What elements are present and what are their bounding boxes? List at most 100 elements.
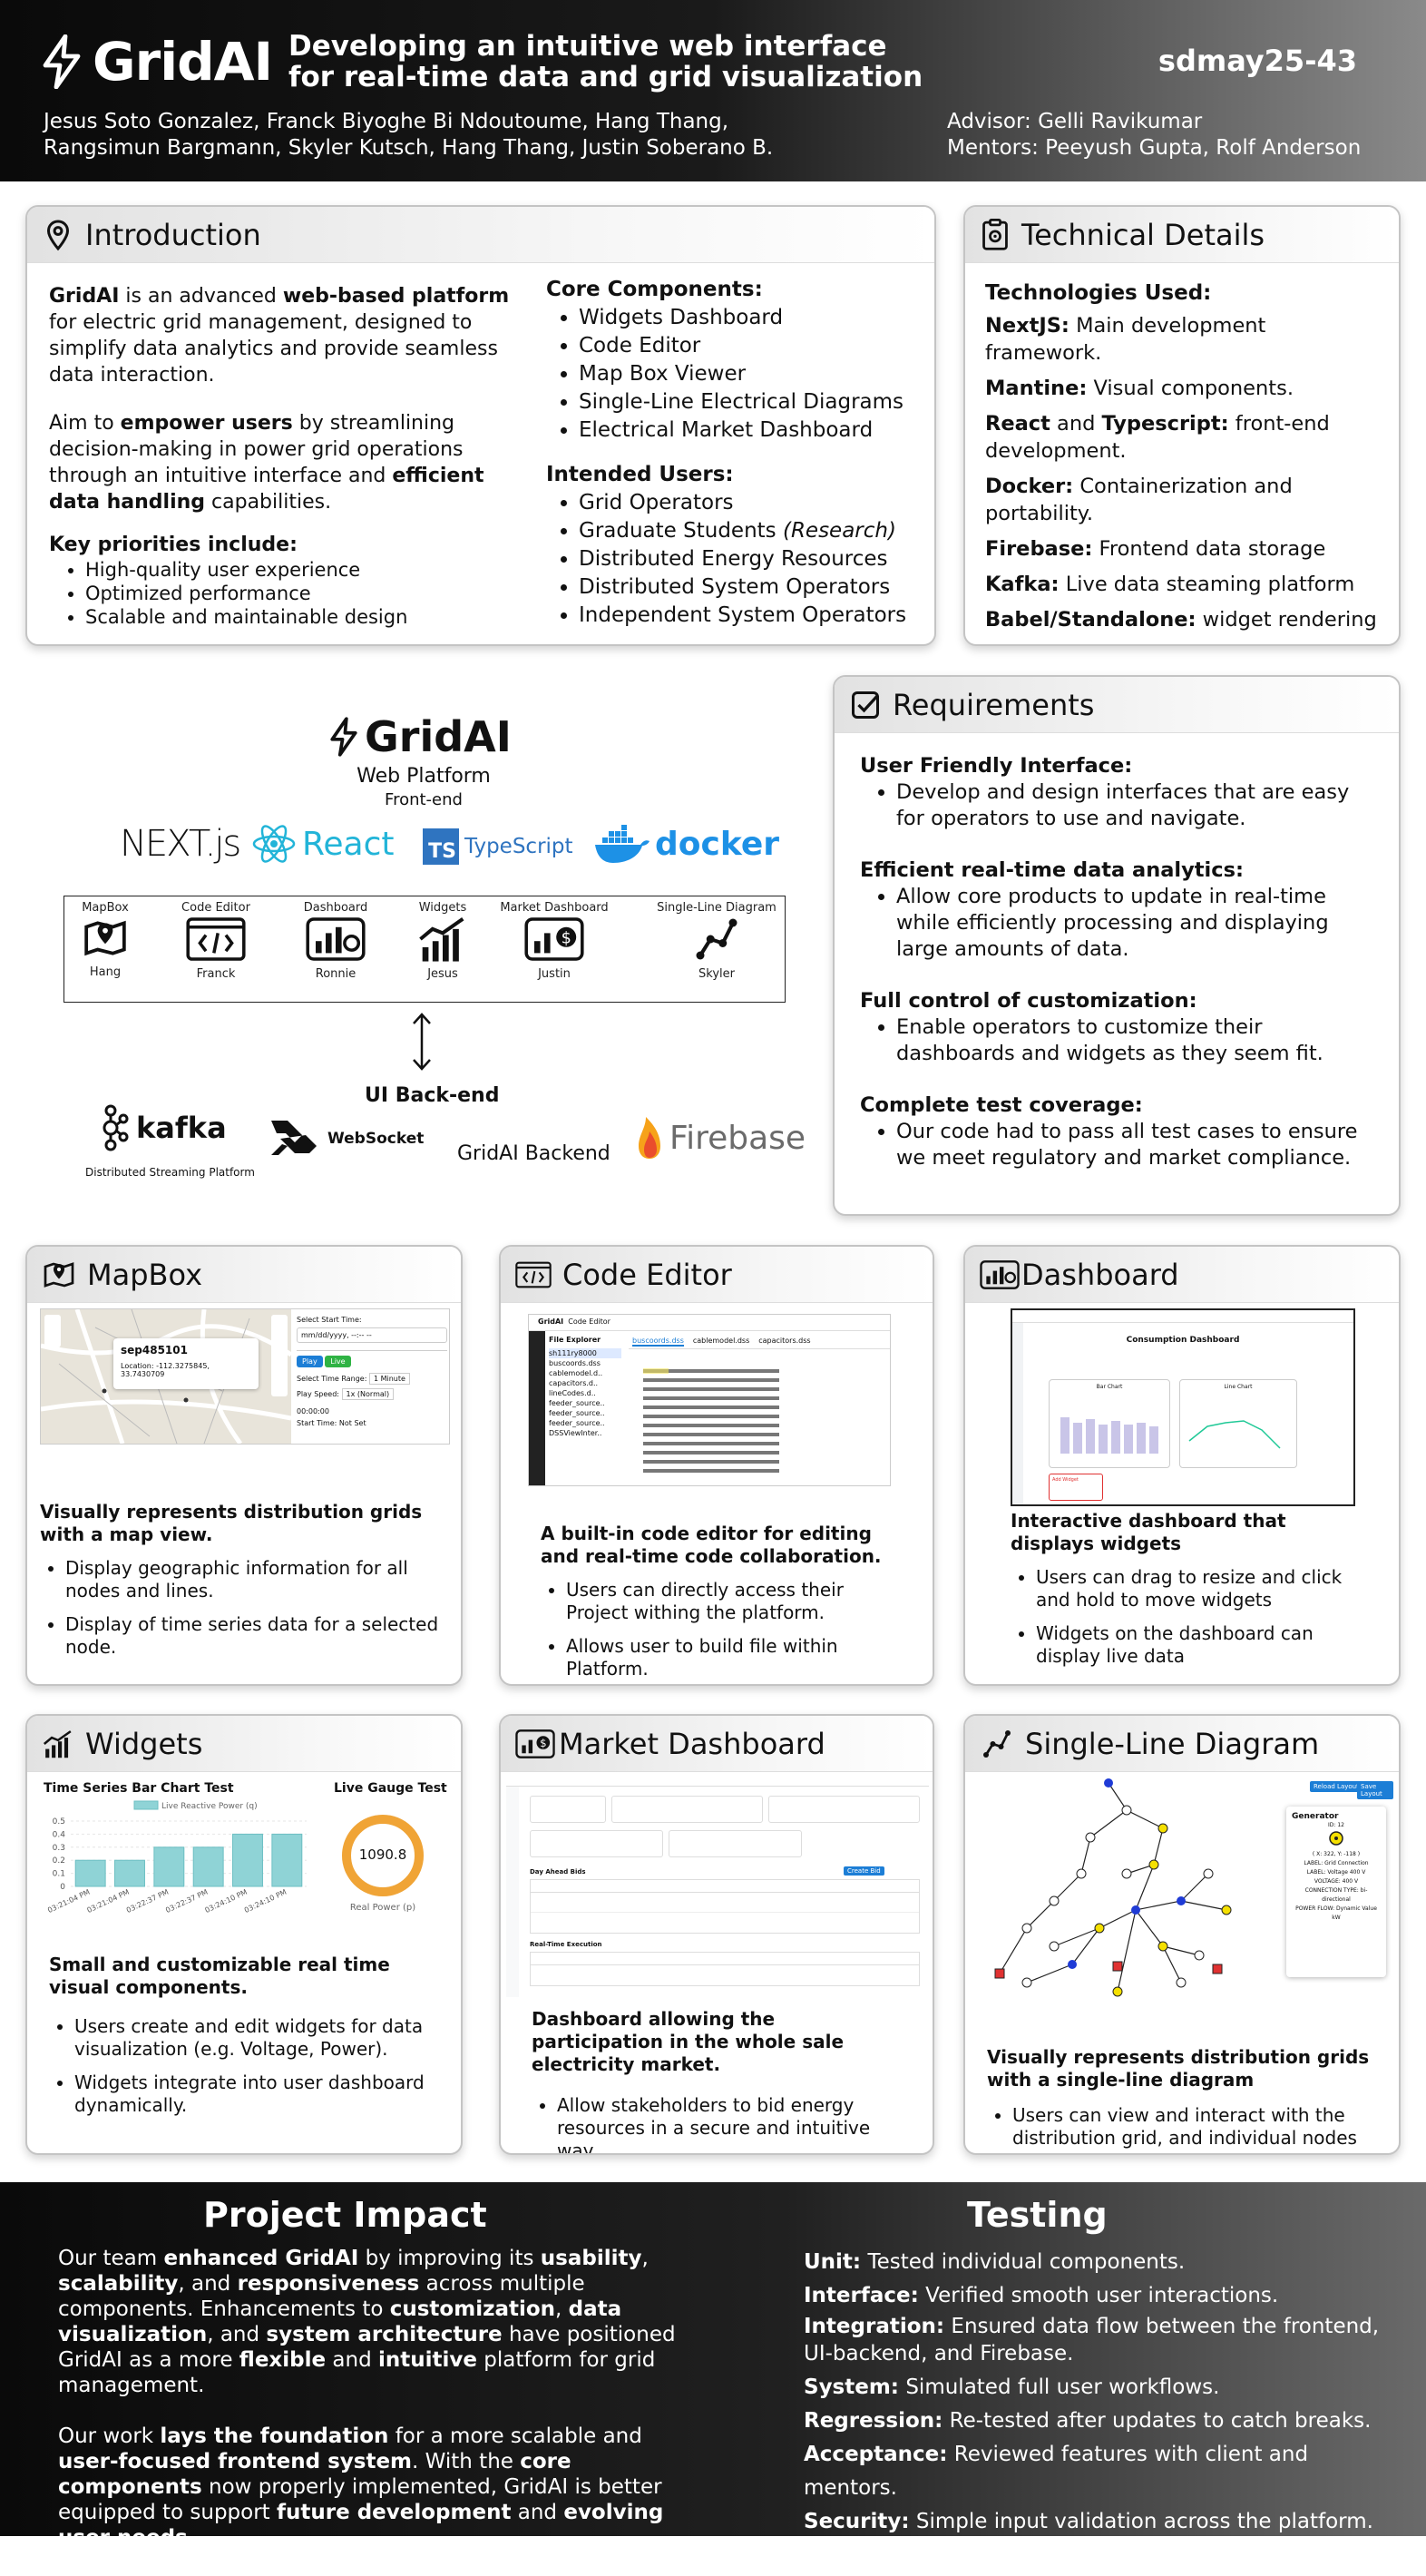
grid-network (994, 1778, 1232, 1997)
create-bid-button[interactable]: Create Bid (844, 1866, 884, 1876)
web-platform-label: Web Platform (356, 765, 491, 788)
file-item[interactable]: lineCodes.d.. (549, 1389, 596, 1397)
requirement-heading: Complete test coverage: (860, 1093, 1143, 1117)
testing-item: Unit: Tested individual components. (804, 2246, 1384, 2279)
file-tab[interactable]: cablemodel.dss (692, 1337, 750, 1345)
x-tick-label: 03:21:04 PM (86, 1888, 131, 1915)
module-label: Code Editor (181, 901, 250, 915)
speed-select[interactable]: 1x (Normal) (341, 1388, 395, 1400)
core-item: Map Box Viewer (579, 360, 911, 388)
dashboard-item: Widgets on the dashboard can display liv… (1036, 1622, 1353, 1668)
intro-paragraph-2: Aim to empower users by streamlining dec… (49, 410, 513, 515)
dashboard-topbar (1012, 1310, 1353, 1323)
architecture-diagram: GridAI Web Platform Front-end NEXT.js Re… (20, 667, 818, 1193)
dashboard-chart-icon (306, 917, 366, 961)
impact-paragraph-2: Our work lays the foundation for a more … (58, 2424, 664, 2550)
code-editor-description: A built-in code editor for editing and r… (501, 1523, 933, 1684)
user-item: Distributed Energy Resources (579, 545, 911, 573)
tech-item: Docker: Containerization and portability… (985, 473, 1379, 527)
test-desc: Verified smooth user interactions. (918, 2284, 1279, 2307)
map-tools[interactable] (44, 1315, 61, 1347)
start-label: Select Start Time: (297, 1316, 362, 1324)
stat-card (611, 1796, 764, 1823)
research-note: (Research) (782, 519, 896, 543)
save-layout-button[interactable]: Save Layout (1357, 1781, 1393, 1799)
introduction-header: Introduction (27, 207, 934, 263)
explorer-title: File Explorer (549, 1336, 601, 1344)
file-explorer: File Explorer sh111ry8000 buscoords.dss … (549, 1335, 621, 1438)
svg-text:$: $ (562, 929, 571, 947)
line-widget[interactable]: Line Chart (1179, 1379, 1297, 1468)
y-tick-label: 0 (60, 1883, 65, 1892)
requirement-item: Our code had to pass all test cases to e… (896, 1119, 1373, 1171)
market-topbar (506, 1774, 929, 1787)
tech-desc: front-end development. (985, 412, 1330, 463)
team-id: sdmay25-43 (1157, 44, 1357, 78)
tech-desc: and (1050, 412, 1102, 436)
file-item[interactable]: capacitors.d.. (549, 1379, 599, 1387)
widgets-header: Widgets (27, 1716, 461, 1772)
mapbox-header: MapBox (27, 1247, 461, 1303)
live-button[interactable]: Live (325, 1356, 351, 1367)
sld-header: Single-Line Diagram (965, 1716, 1399, 1772)
node-popup: sep485101 Location: -112.3275845, 33.743… (113, 1338, 259, 1389)
panel-id: ID: 12 (1328, 1822, 1344, 1828)
file-item[interactable]: cablemodel.d.. (549, 1369, 603, 1377)
mapbox-title: MapBox (87, 1257, 203, 1292)
add-widget-panel[interactable]: Add Widget (1049, 1474, 1103, 1501)
file-tab[interactable]: buscoords.dss (632, 1337, 684, 1347)
typescript-text: TypeScript (464, 835, 573, 858)
tech-name: React (985, 412, 1050, 436)
intro-bold: empower users (120, 412, 293, 435)
module-single-line-diagram: Single-Line Diagram Skyler (653, 901, 780, 981)
table-row[interactable] (531, 1965, 919, 1985)
file-tab[interactable]: capacitors.dss (758, 1337, 811, 1345)
widgets-description: Small and customizable real time visual … (27, 1954, 461, 2128)
core-item: Electrical Market Dashboard (579, 416, 911, 445)
checkbox-icon (852, 691, 879, 719)
location-pin-icon (46, 219, 70, 250)
tech-desc: Visual components. (1087, 377, 1294, 400)
authors-line-1: Jesus Soto Gonzalez, Franck Biyoghe Bi N… (44, 110, 729, 133)
file-item[interactable]: buscoords.dss (549, 1359, 601, 1367)
time-slider[interactable] (297, 1346, 447, 1351)
react-text: React (302, 825, 395, 863)
widgets-lead: Small and customizable real time visual … (49, 1954, 390, 1998)
frontend-modules-box (63, 896, 786, 1003)
core-item: Widgets Dashboard (579, 304, 911, 332)
test-desc: Ensured data flow between the frontend, … (804, 2315, 1380, 2365)
table-row[interactable] (531, 1913, 919, 1933)
nextjs-text: NEXT.js (120, 823, 241, 865)
file-item[interactable]: feeder_source.. (549, 1399, 605, 1407)
docker-logo: docker (593, 821, 779, 867)
kafka-icon (103, 1104, 129, 1151)
module-label: MapBox (82, 901, 129, 915)
market-dashboard-card: $ Market Dashboard Day Ahead Bids Create… (499, 1714, 934, 2155)
reload-layout-button[interactable]: Reload Layout (1310, 1781, 1363, 1792)
x-tick-label: 03:22:37 PM (164, 1888, 209, 1915)
module-widgets: Widgets Jesus (397, 901, 488, 981)
range-select[interactable]: 1 Minute (368, 1373, 410, 1385)
table-row[interactable] (531, 1893, 919, 1913)
start-time-input[interactable]: mm/dd/yyyy, --:-- -- (297, 1327, 447, 1343)
requirements-title: Requirements (893, 687, 1095, 722)
mapbox-description: Visually represents distribution grids w… (27, 1501, 461, 1670)
map-pin-icon (84, 920, 126, 956)
editor-topbar: GridAI Code Editor (529, 1315, 890, 1331)
file-item[interactable]: DSSViewInter.. (549, 1429, 602, 1437)
file-item[interactable]: feeder_source.. (549, 1419, 605, 1427)
testing-item: System: Simulated full user workflows. (804, 2371, 1384, 2405)
dashboard-sidebar (1012, 1323, 1023, 1504)
priority-item: Optimized performance (85, 582, 513, 605)
testing-item: Security: Simple input validation across… (804, 2505, 1384, 2539)
file-item[interactable]: feeder_source.. (549, 1409, 605, 1417)
file-item[interactable]: sh111ry8000 (549, 1348, 621, 1358)
kafka-subtitle: Distributed Streaming Platform (85, 1166, 255, 1179)
start-time-status: Start Time: Not Set (297, 1419, 366, 1427)
tech-desc: widget rendering (1196, 608, 1377, 632)
map-zoom-controls[interactable] (271, 1315, 288, 1396)
play-button[interactable]: Play (297, 1356, 323, 1367)
sld-title: Single-Line Diagram (1025, 1726, 1320, 1761)
widgets-title: Widgets (85, 1726, 203, 1761)
bar-widget[interactable]: Bar Chart (1049, 1379, 1170, 1468)
